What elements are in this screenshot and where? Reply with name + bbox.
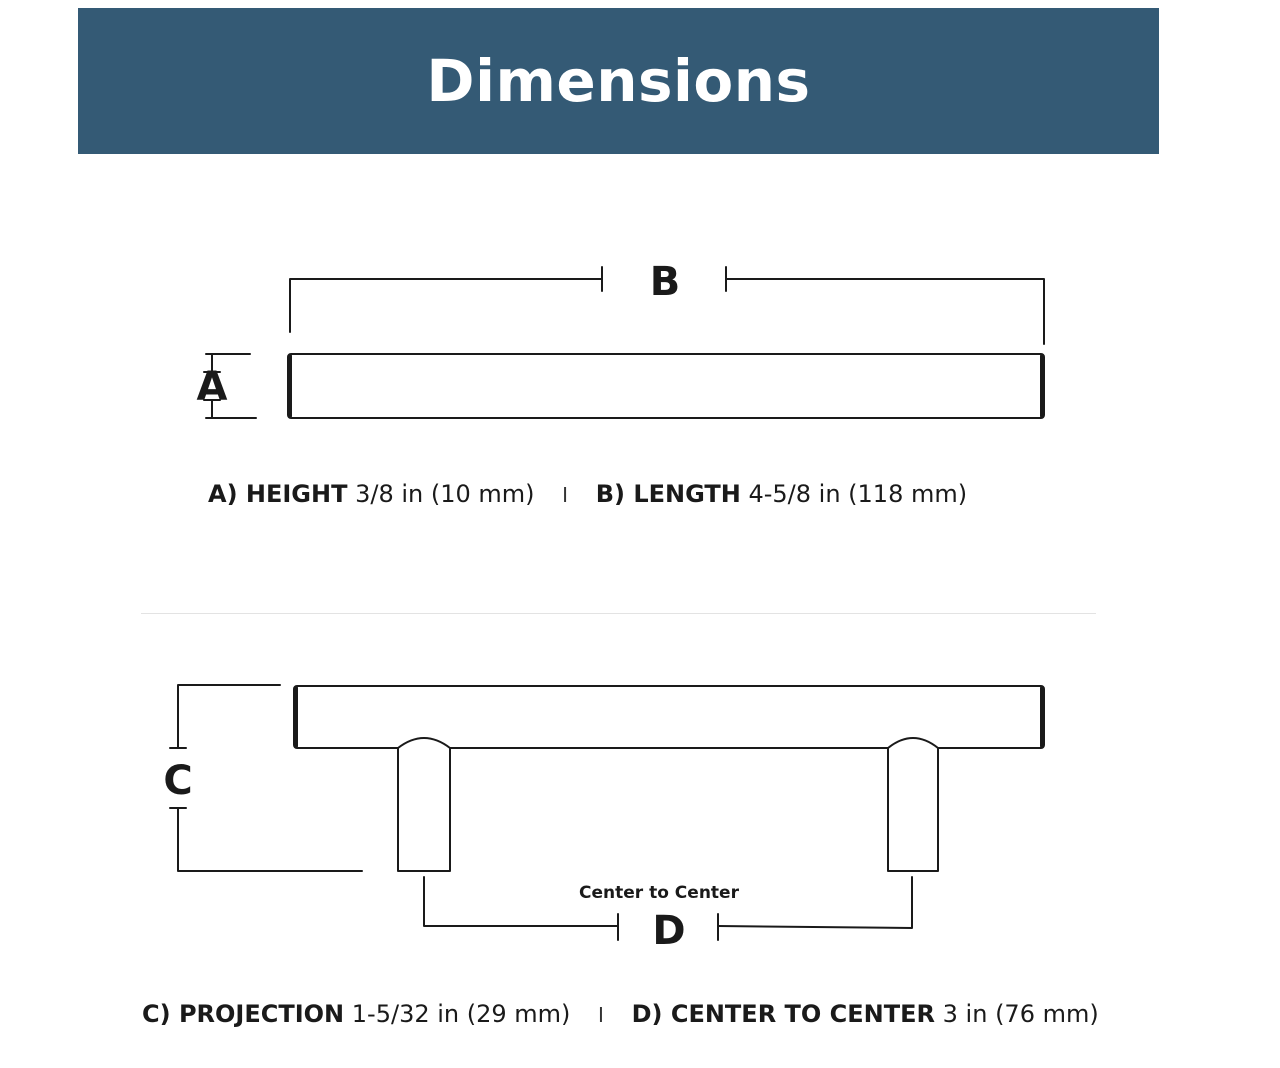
spec-projection-value: 1-5/32 in (29 mm) [351, 1000, 571, 1028]
spec-center-value: 3 in (76 mm) [942, 1000, 1099, 1028]
section-divider [141, 613, 1096, 614]
dimension-line-b-right [725, 278, 1045, 345]
spec-line-a-b: A) HEIGHT 3/8 in (10 mm) I B) LENGTH 4-5… [208, 480, 967, 508]
spec-length-key: B) LENGTH [595, 480, 741, 508]
label-b: B [650, 259, 681, 305]
label-c: C [163, 758, 192, 804]
dimension-line-d [423, 876, 913, 941]
spec-height-value: 3/8 in (10 mm) [355, 480, 535, 508]
spec-height-key: A) HEIGHT [208, 480, 348, 508]
label-d: D [652, 908, 685, 954]
dimension-line-b-left [289, 278, 603, 333]
spec-line-c-d: C) PROJECTION 1-5/32 in (29 mm) I D) CEN… [142, 1000, 1099, 1028]
handle-post-right [887, 737, 939, 872]
spec-projection-key: C) PROJECTION [142, 1000, 345, 1028]
spec-separator: I [562, 483, 569, 507]
page-title: Dimensions [426, 47, 811, 115]
spec-separator: I [598, 1003, 604, 1027]
label-a: A [197, 364, 228, 410]
dimension-line-c [169, 684, 363, 872]
caption-center-to-center: Center to Center [579, 883, 740, 903]
spec-length-value: 4-5/8 in (118 mm) [748, 480, 968, 508]
handle-top-view [287, 353, 1045, 419]
handle-side-bar [293, 685, 1045, 749]
dimension-line-a [203, 353, 257, 419]
handle-post-left [397, 737, 451, 872]
header-banner: Dimensions [78, 8, 1159, 154]
spec-center-key: D) CENTER TO CENTER [631, 1000, 936, 1028]
